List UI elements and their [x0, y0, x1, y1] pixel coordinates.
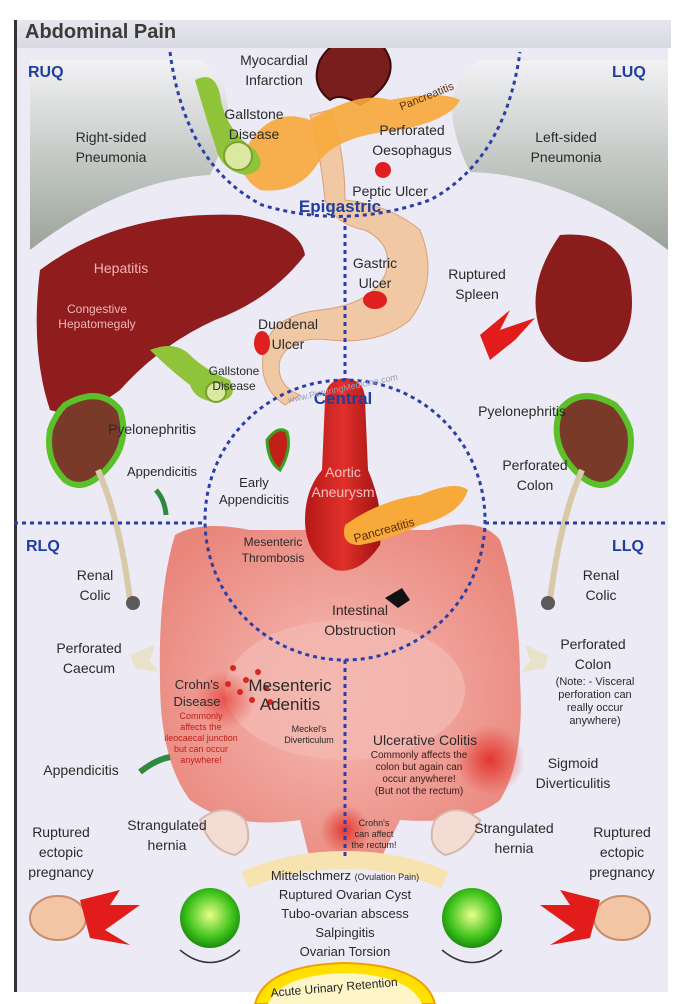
- left-ovary: [180, 888, 240, 948]
- quadrant-dividers: [14, 51, 668, 860]
- right-torsion-arrow: [441, 949, 503, 964]
- label-mittelschmerz: Mittelschmerz (Ovulation Pain): [270, 868, 420, 883]
- uterine-tubes: [241, 850, 449, 889]
- quadrant-luq: LUQ: [612, 64, 646, 81]
- label-ruptured-ovarian-cyst: Ruptured Ovarian Cyst: [278, 887, 412, 902]
- appendix-lower: [138, 754, 171, 775]
- left-fetus: [29, 895, 87, 941]
- left-renal-stone: [541, 596, 555, 610]
- spleen-shape: [535, 234, 632, 362]
- colitis-hotspot: [455, 725, 525, 795]
- bladder-inner: [268, 973, 422, 1004]
- right-lung-base: [30, 60, 228, 250]
- adenitis-dots: [225, 665, 273, 705]
- peptic-ulcer-spot: [375, 162, 391, 178]
- right-ovary: [442, 888, 502, 948]
- gallstone-mid: [205, 381, 227, 403]
- small-bowel: [225, 620, 465, 760]
- caecum-perforation: [130, 645, 158, 672]
- colon-perforation: [522, 645, 548, 672]
- label-ovarian-torsion: Ovarian Torsion: [299, 944, 391, 959]
- left-border: [14, 20, 17, 992]
- duodenal-ulcer-spot: [254, 331, 270, 355]
- right-hernia: [430, 809, 482, 857]
- label-pyelonephritis-right: Pyelonephritis: [108, 421, 196, 437]
- right-fetus: [593, 895, 651, 941]
- zone-central: Central: [313, 389, 373, 408]
- right-renal-stone: [126, 596, 140, 610]
- label-ulcerative-colitis: Ulcerative Colitis: [372, 732, 478, 748]
- left-ureter: [547, 468, 585, 601]
- pancreas-upper: [242, 95, 460, 191]
- label-peptic-ulcer: Peptic Ulcer: [352, 183, 428, 199]
- pancreas-mid: [344, 486, 468, 545]
- label-hepatitis: Hepatitis: [93, 260, 149, 276]
- quadrant-rlq: RLQ: [26, 538, 60, 555]
- crohns-hotspot: [195, 670, 255, 730]
- right-ureter: [95, 468, 133, 601]
- left-kidney: [553, 393, 634, 488]
- quadrant-ruq: RUQ: [28, 64, 64, 81]
- gallstone-upper: [223, 141, 253, 171]
- title-bar: Abdominal Pain: [14, 20, 671, 48]
- left-torsion-arrow: [179, 949, 241, 964]
- right-ectopic-rupture: [540, 890, 600, 945]
- spleen-rupture: [480, 310, 535, 360]
- stomach-shape: [262, 109, 429, 406]
- gastric-ulcer-spot: [363, 291, 387, 309]
- early-appendicitis-mark: [265, 428, 290, 473]
- label-pyelonephritis-left: Pyelonephritis: [478, 403, 566, 419]
- quadrant-llq: LLQ: [612, 538, 644, 555]
- left-lung-base: [452, 60, 668, 250]
- label-appendicitis-upper: Appendicitis: [126, 464, 198, 479]
- label-salpingitis: Salpingitis: [315, 925, 375, 940]
- label-tubo-ovarian-abscess: Tubo-ovarian abscess: [281, 906, 409, 921]
- label-appendicitis-lower: Appendicitis: [43, 762, 119, 778]
- zone-epigastric: Epigastric: [298, 197, 382, 216]
- left-ectopic-rupture: [80, 890, 140, 945]
- left-hernia: [198, 809, 250, 857]
- obstruction-mark: [385, 588, 410, 608]
- page-title: Abdominal Pain: [25, 21, 177, 43]
- appendix-upper: [154, 488, 169, 516]
- liver-shape: [36, 214, 306, 413]
- right-kidney: [46, 393, 127, 488]
